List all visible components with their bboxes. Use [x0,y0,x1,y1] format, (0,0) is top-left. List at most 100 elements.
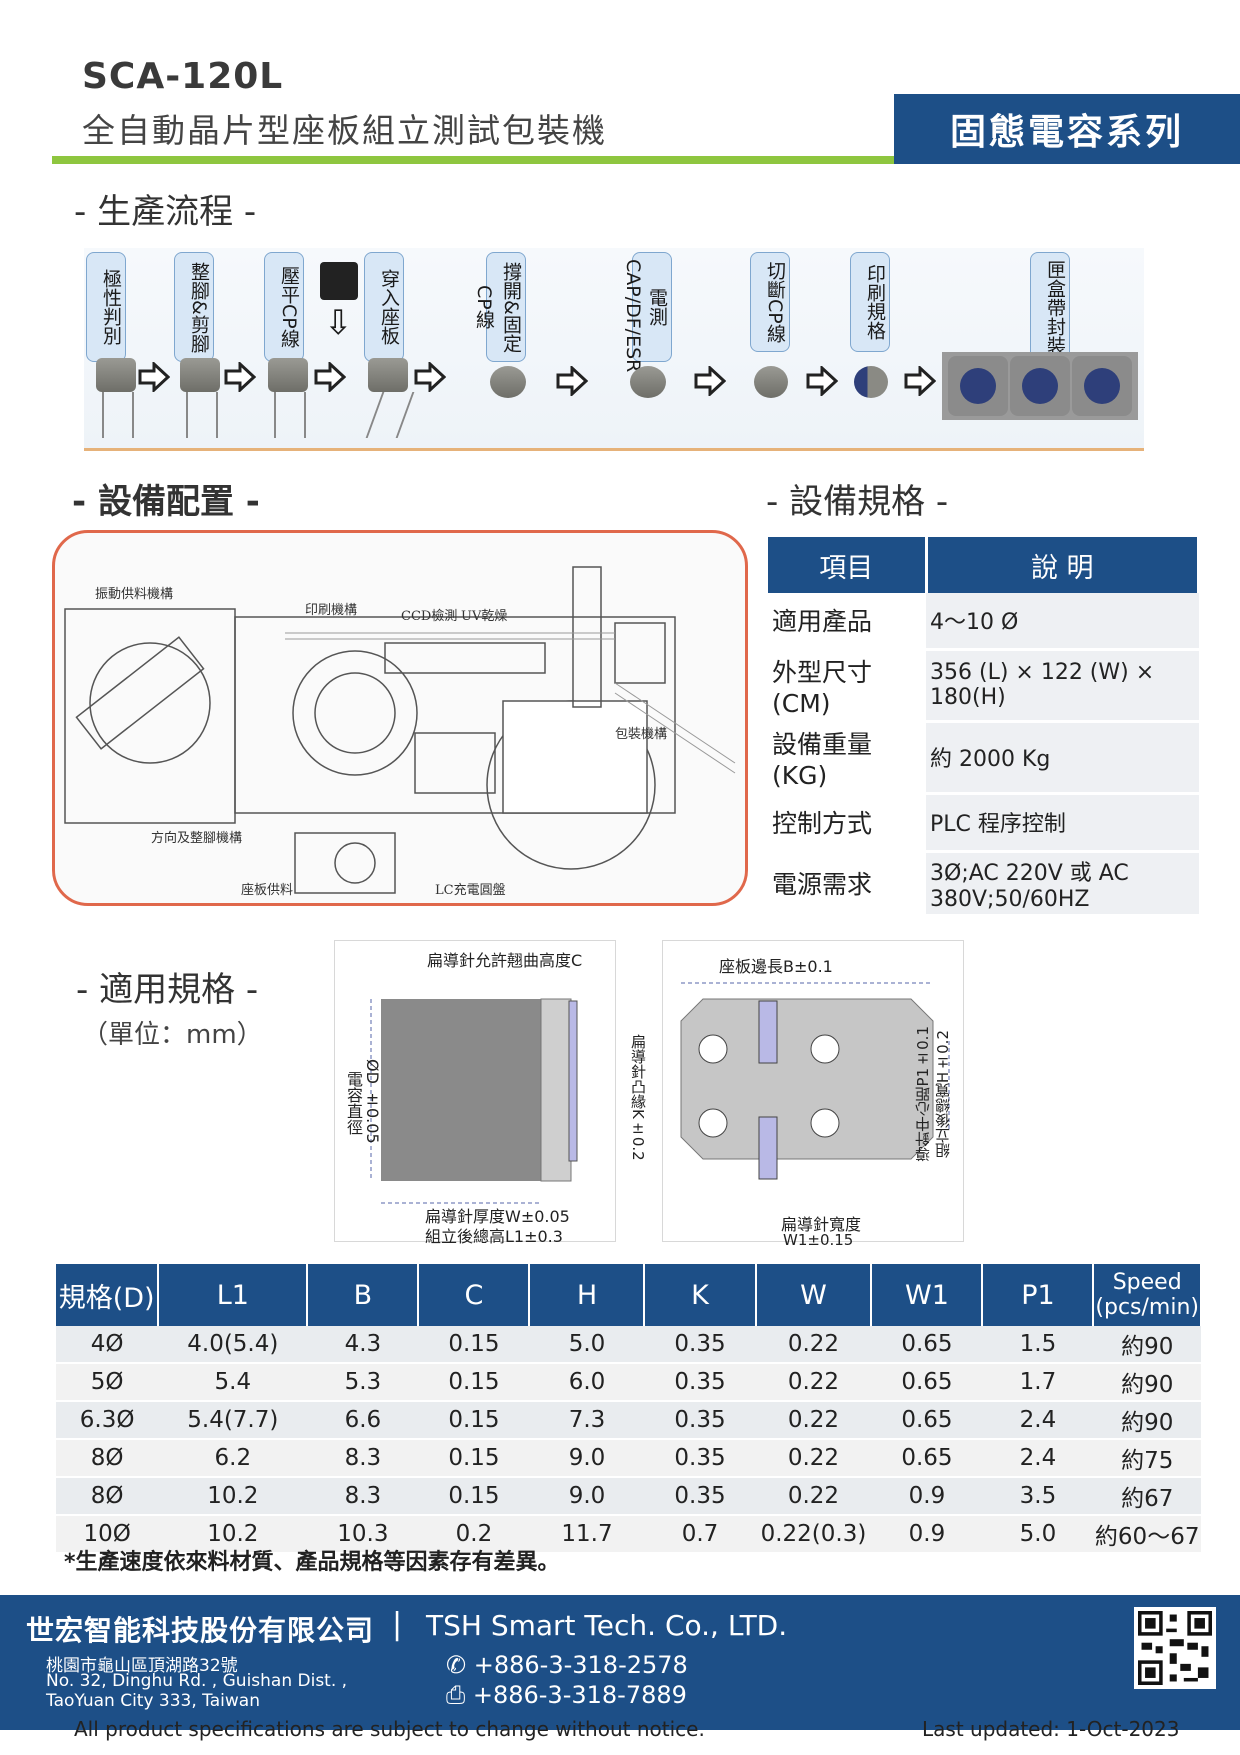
capacitor-icon [490,366,526,398]
capacitor-icon [180,358,220,392]
arrow-right-icon [904,366,936,396]
seat-board-icon [320,262,358,300]
table-cell: 0.15 [418,1326,530,1364]
table-cell: 0.22 [755,1477,872,1516]
label-d: 電容直徑 [344,1071,363,1135]
label-l1: 組立後總高L1±0.3 [425,1227,563,1246]
disclaimer: All product specifications are subject t… [74,1717,705,1741]
table-cell: 5Ø [56,1363,159,1402]
table-cell: 0.22 [755,1439,872,1478]
arrow-right-icon [138,362,170,392]
spec-value: PLC 程序控制 [926,793,1199,853]
address-en-line2: TaoYuan City 333, Taiwan [46,1691,260,1711]
label-vibrate-feeder: 振動供料機構 [95,587,174,602]
phone-line[interactable]: ✆ +886-3-318-2578 [446,1651,688,1679]
label-lc-disc: LC充電圓盤 [435,883,506,898]
spec-key: 電源需求 [768,851,926,917]
table-cell: 3.5 [982,1477,1094,1516]
dim-header: K [644,1264,757,1326]
table-cell: 5.4(7.7) [158,1401,308,1440]
table-cell: 0.65 [871,1363,983,1402]
table-cell: 2.4 [982,1439,1094,1478]
table-cell: 0.65 [871,1326,983,1364]
table-cell: 8Ø [56,1439,159,1478]
packaged-capacitor-icon [948,356,1008,416]
arrow-right-icon [806,366,838,396]
table-cell: 8.3 [307,1439,419,1478]
packaged-capacitor-icon [1010,356,1070,416]
table-cell: 8.3 [307,1477,419,1516]
label-uv: UV乾燥 [461,609,508,624]
arrow-right-icon [314,362,346,392]
step-package: 匣盒帶封裝 [1030,252,1070,362]
table-cell: 0.7 [644,1515,756,1554]
table-cell: 0.15 [418,1363,530,1402]
qr-code[interactable] [1134,1607,1216,1689]
series-badge: 固態電容系列 [894,94,1240,164]
arrow-right-icon [224,362,256,392]
capacitor-icon [754,366,788,398]
last-updated: Last updated: 1-Oct-2023 [922,1717,1180,1741]
step-test: 電測CAP/DF/ESR [622,252,672,372]
lead-icon [365,392,415,438]
machine-drawing [64,566,736,894]
label-k: 扁導針凸緣K±0.2 [629,1034,647,1161]
capacitor-icon [630,366,666,398]
dimension-table: 規格(D) L1 B C H K W W1 P1 Speed(pcs/min) … [56,1264,1202,1554]
phone-icon: ✆ [446,1651,467,1679]
table-cell: 10.2 [158,1477,308,1516]
label-w: 扁導針厚度W±0.05 [425,1207,570,1226]
label-w1-tol: W1±0.15 [783,1231,854,1249]
capacitor-side-view: 扁導針允許翹曲高度C 電容直徑 ØD ±0.05 扁導針厚度W±0.05 組立後… [334,940,616,1246]
spec-value: 4～10 Ø [926,593,1199,651]
label-h: 組立後總寬H±0.2 [934,1030,952,1159]
label-ccd: CCD檢測 [401,609,458,624]
header-divider [52,156,894,164]
qr-code-icon [1138,1611,1212,1685]
section-title-process: - 生產流程 - [74,192,257,232]
footer-separator: | [392,1607,403,1642]
spec-key: 設備重量(KG) [768,721,926,795]
printed-capacitor-icon [854,366,888,398]
section-title-spec: - 設備規格 - [766,482,949,522]
section-title-layout: - 設備配置 - [72,482,260,522]
model-number: SCA-120L [82,56,284,97]
arrow-right-icon [414,362,446,392]
step-print: 印刷規格 [850,252,890,352]
speed-note: *生產速度依來料材質、產品規格等因素存有差異。 [64,1550,560,1575]
fax-icon: ⎙ [446,1681,466,1709]
spec-value: 356 (L) × 122 (W) × 180(H) [926,649,1199,723]
company-name-en: TSH Smart Tech. Co., LTD. [426,1609,788,1642]
address-en-line1: No. 32, Dinghu Rd. , Guishan Dist. , [46,1671,348,1691]
dim-header-speed: Speed(pcs/min) [1093,1264,1202,1326]
dim-header: W1 [871,1264,984,1326]
table-cell: 1.7 [982,1363,1094,1402]
lead-icon [102,392,134,438]
table-cell: 約90 [1093,1363,1201,1402]
table-cell: 0.15 [418,1401,530,1440]
table-cell: 0.22 [755,1401,872,1440]
label-pack-unit: 包裝機構 [615,727,668,742]
unit-label: （單位：mm） [82,1020,263,1050]
table-cell: 0.65 [871,1439,983,1478]
dim-header: L1 [158,1264,309,1326]
dim-header: B [307,1264,420,1326]
capacitor-icon [96,358,136,392]
phone-number: +886-3-318-2578 [473,1651,688,1679]
table-cell: 9.0 [529,1439,645,1478]
capacitor-bottom-view: 座板邊長B±0.1 扁導針寬度 W1±0.15 [662,940,964,1249]
fax-number: +886-3-318-7889 [472,1681,687,1709]
spec-key: 適用產品 [768,593,926,651]
dim-header: 規格(D) [56,1264,160,1326]
step-flatten: 壓平CP線 [264,252,304,362]
table-cell: 6.2 [158,1439,308,1478]
table-cell: 0.65 [871,1401,983,1440]
table-cell: 9.0 [529,1477,645,1516]
equipment-spec-table: 項目 說 明 適用產品 4～10 Ø 外型尺寸(CM) 356 (L) × 12… [768,537,1200,917]
section-title-applicable: - 適用規格 - [76,970,259,1010]
spec-value: 3Ø;AC 220V 或 AC 380V;50/60HZ [926,851,1199,917]
table-row: 控制方式 PLC 程序控制 [768,793,1199,853]
